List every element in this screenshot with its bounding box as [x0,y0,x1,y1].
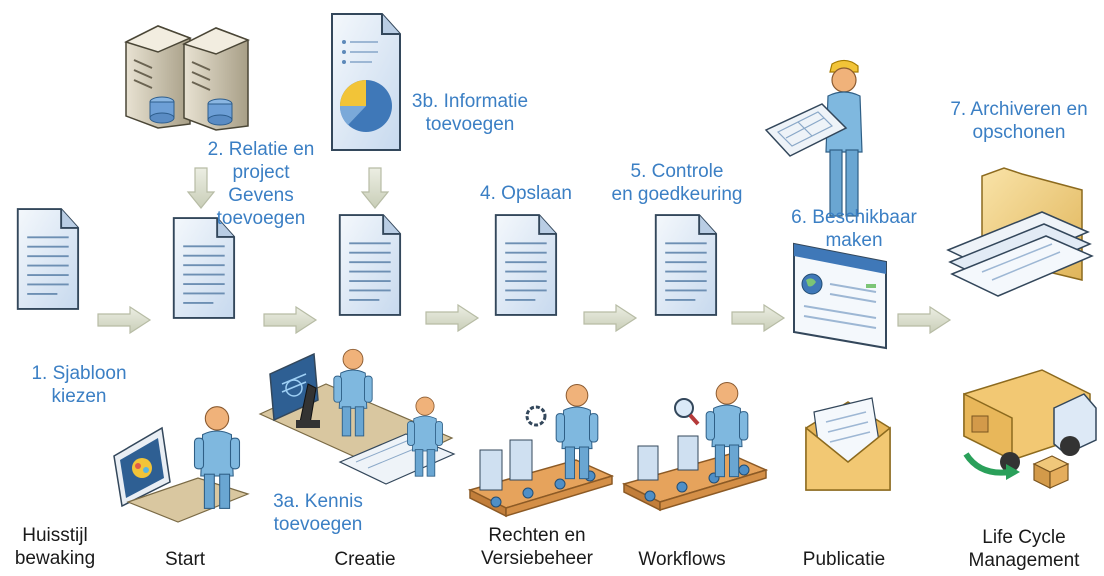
step-2-line-3: Gevens [228,185,294,206]
stage-huisstijl-label: Huisstijl bewaking [0,524,110,570]
step-3b-line-1: 3b. Informatie [411,91,529,112]
step-7-line-1: 7. Archiveren en [950,99,1088,120]
arrow-1-icon [97,306,151,334]
step-5-line-2: en goedkeuring [611,184,743,205]
step-7-line-2: opschonen [972,122,1066,143]
stage-rechten-line-2: Versiebeheer [481,548,593,569]
step-5-label: 5. Controle en goedkeuring [592,160,762,206]
step-3a-label: 3a. Kennis toevoegen [248,490,388,536]
stage-workflows-line-1: Workflows [638,549,726,570]
step-1-label: 1. Sjabloon kiezen [4,362,154,408]
arrow-down-informatie-icon [361,167,389,209]
document-start-icon [172,217,236,319]
step-6-label: 6. Beschikbaar maken [774,206,934,252]
version-control-line-icon [469,384,613,517]
stage-publicatie-label: Publicatie [784,548,904,571]
stage-huisstijl-line-1: Huisstijl [22,525,88,546]
person-at-computer-icon [113,406,250,523]
web-page-icon [793,242,887,350]
document-workflows-icon [654,214,718,316]
stage-workflows-label: Workflows [622,548,742,571]
step-2-label: 2. Relatie en project Gevens toevoegen [186,138,336,230]
document-huisstijl-icon [16,208,80,310]
step-6-line-1: 6. Beschikbaar [791,207,917,228]
delivery-truck-icon [963,369,1097,489]
stage-creatie-line-1: Creatie [334,549,396,570]
stage-lifecycle-line-1: Life Cycle [982,527,1066,548]
stage-lifecycle-line-2: Management [968,550,1080,571]
step-2-line-4: toevoegen [216,208,306,229]
stage-lifecycle-label: Life Cycle Management [954,526,1094,572]
stage-rechten-label: Rechten en Versiebeheer [462,524,612,570]
step-7-label: 7. Archiveren en opschonen [934,98,1104,144]
step-4-label: 4. Opslaan [456,182,596,205]
step-2-line-2: project [232,162,290,183]
stage-rechten-line-1: Rechten en [488,525,586,546]
step-1-line-2: kiezen [51,386,107,407]
creatie-team-icon [258,348,456,485]
stage-publicatie-line-1: Publicatie [802,549,886,570]
workflow-line-icon [623,382,767,511]
stage-creatie-label: Creatie [310,548,420,571]
step-2-line-1: 2. Relatie en [207,139,315,160]
arrow-4-icon [583,304,637,332]
step-3a-line-1: 3a. Kennis [273,491,363,512]
step-5-line-1: 5. Controle [630,161,724,182]
step-3a-line-2: toevoegen [273,514,363,535]
archive-folder-icon [946,167,1094,297]
stage-start-line-1: Start [164,549,206,570]
arrow-2-icon [263,306,317,334]
arrow-5-icon [731,304,785,332]
envelope-icon [805,397,891,491]
information-document-icon [331,13,401,151]
step-1-line-1: 1. Sjabloon [31,363,127,384]
arrow-3-icon [425,304,479,332]
step-3b-label: 3b. Informatie toevoegen [390,90,550,136]
servers-icon [124,25,250,131]
step-4-line-1: 4. Opslaan [480,183,572,204]
stage-huisstijl-line-2: bewaking [14,548,96,569]
step-3b-line-2: toevoegen [425,114,515,135]
step-6-line-2: maken [825,230,883,251]
document-creatie-icon [338,214,402,316]
document-rechten-icon [494,214,558,316]
stage-start-label: Start [140,548,230,571]
engineer-icon [764,59,863,217]
